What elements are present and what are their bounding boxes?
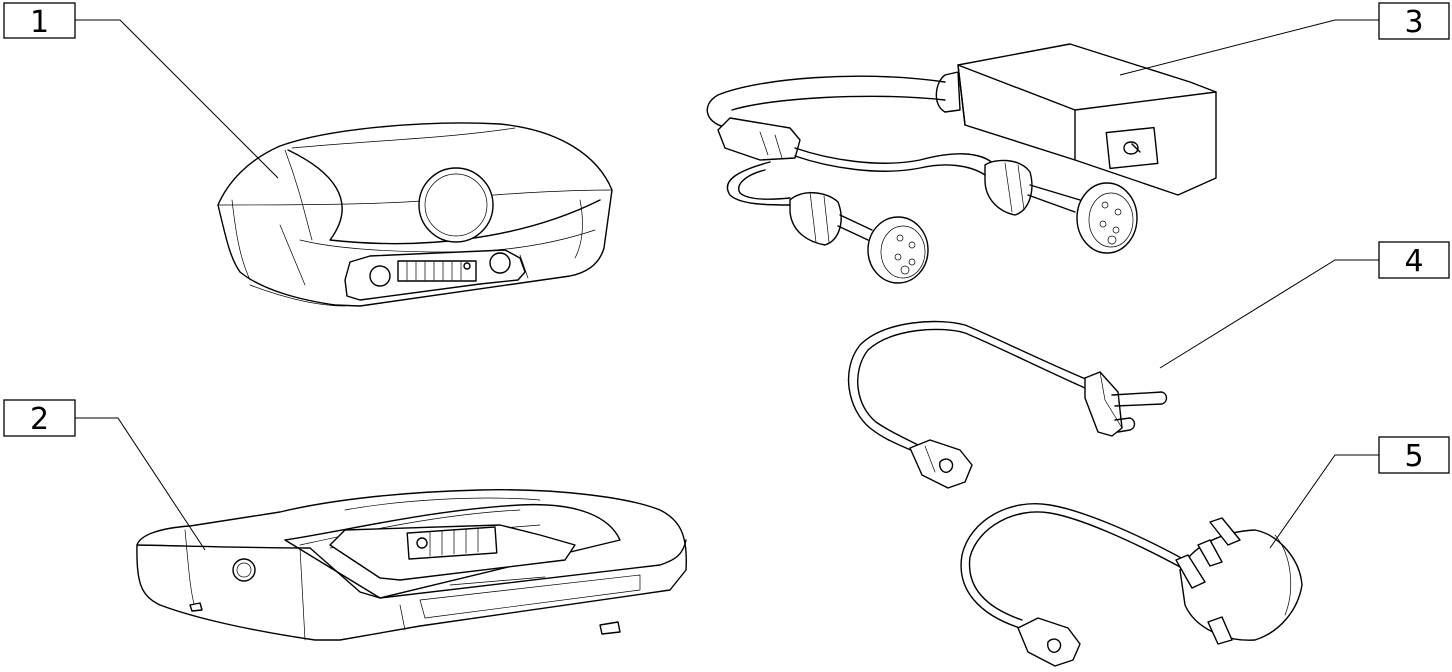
callout-2: 2 bbox=[3, 399, 76, 437]
callout-2-label: 2 bbox=[30, 402, 49, 437]
leader-line-3 bbox=[1119, 19, 1379, 76]
leader-line-5 bbox=[1269, 454, 1379, 549]
part-5-uk-cable bbox=[960, 503, 1303, 667]
callout-3-label: 3 bbox=[1404, 5, 1423, 40]
part-3-power-supply bbox=[706, 43, 1217, 284]
part-4-euro-cable bbox=[847, 320, 1168, 489]
callout-4-label: 4 bbox=[1404, 244, 1423, 279]
leader-line-1 bbox=[75, 19, 279, 179]
callout-4: 4 bbox=[1378, 241, 1450, 279]
callout-3: 3 bbox=[1378, 2, 1450, 40]
leader-line-2 bbox=[75, 417, 206, 551]
callout-5: 5 bbox=[1378, 436, 1450, 474]
callout-1: 1 bbox=[3, 2, 76, 40]
leader-line-4 bbox=[1159, 259, 1379, 369]
callout-5-label: 5 bbox=[1404, 439, 1423, 474]
part-1-charging-unit bbox=[217, 122, 613, 307]
callout-1-label: 1 bbox=[30, 5, 49, 40]
part-2-base-station bbox=[136, 489, 687, 641]
